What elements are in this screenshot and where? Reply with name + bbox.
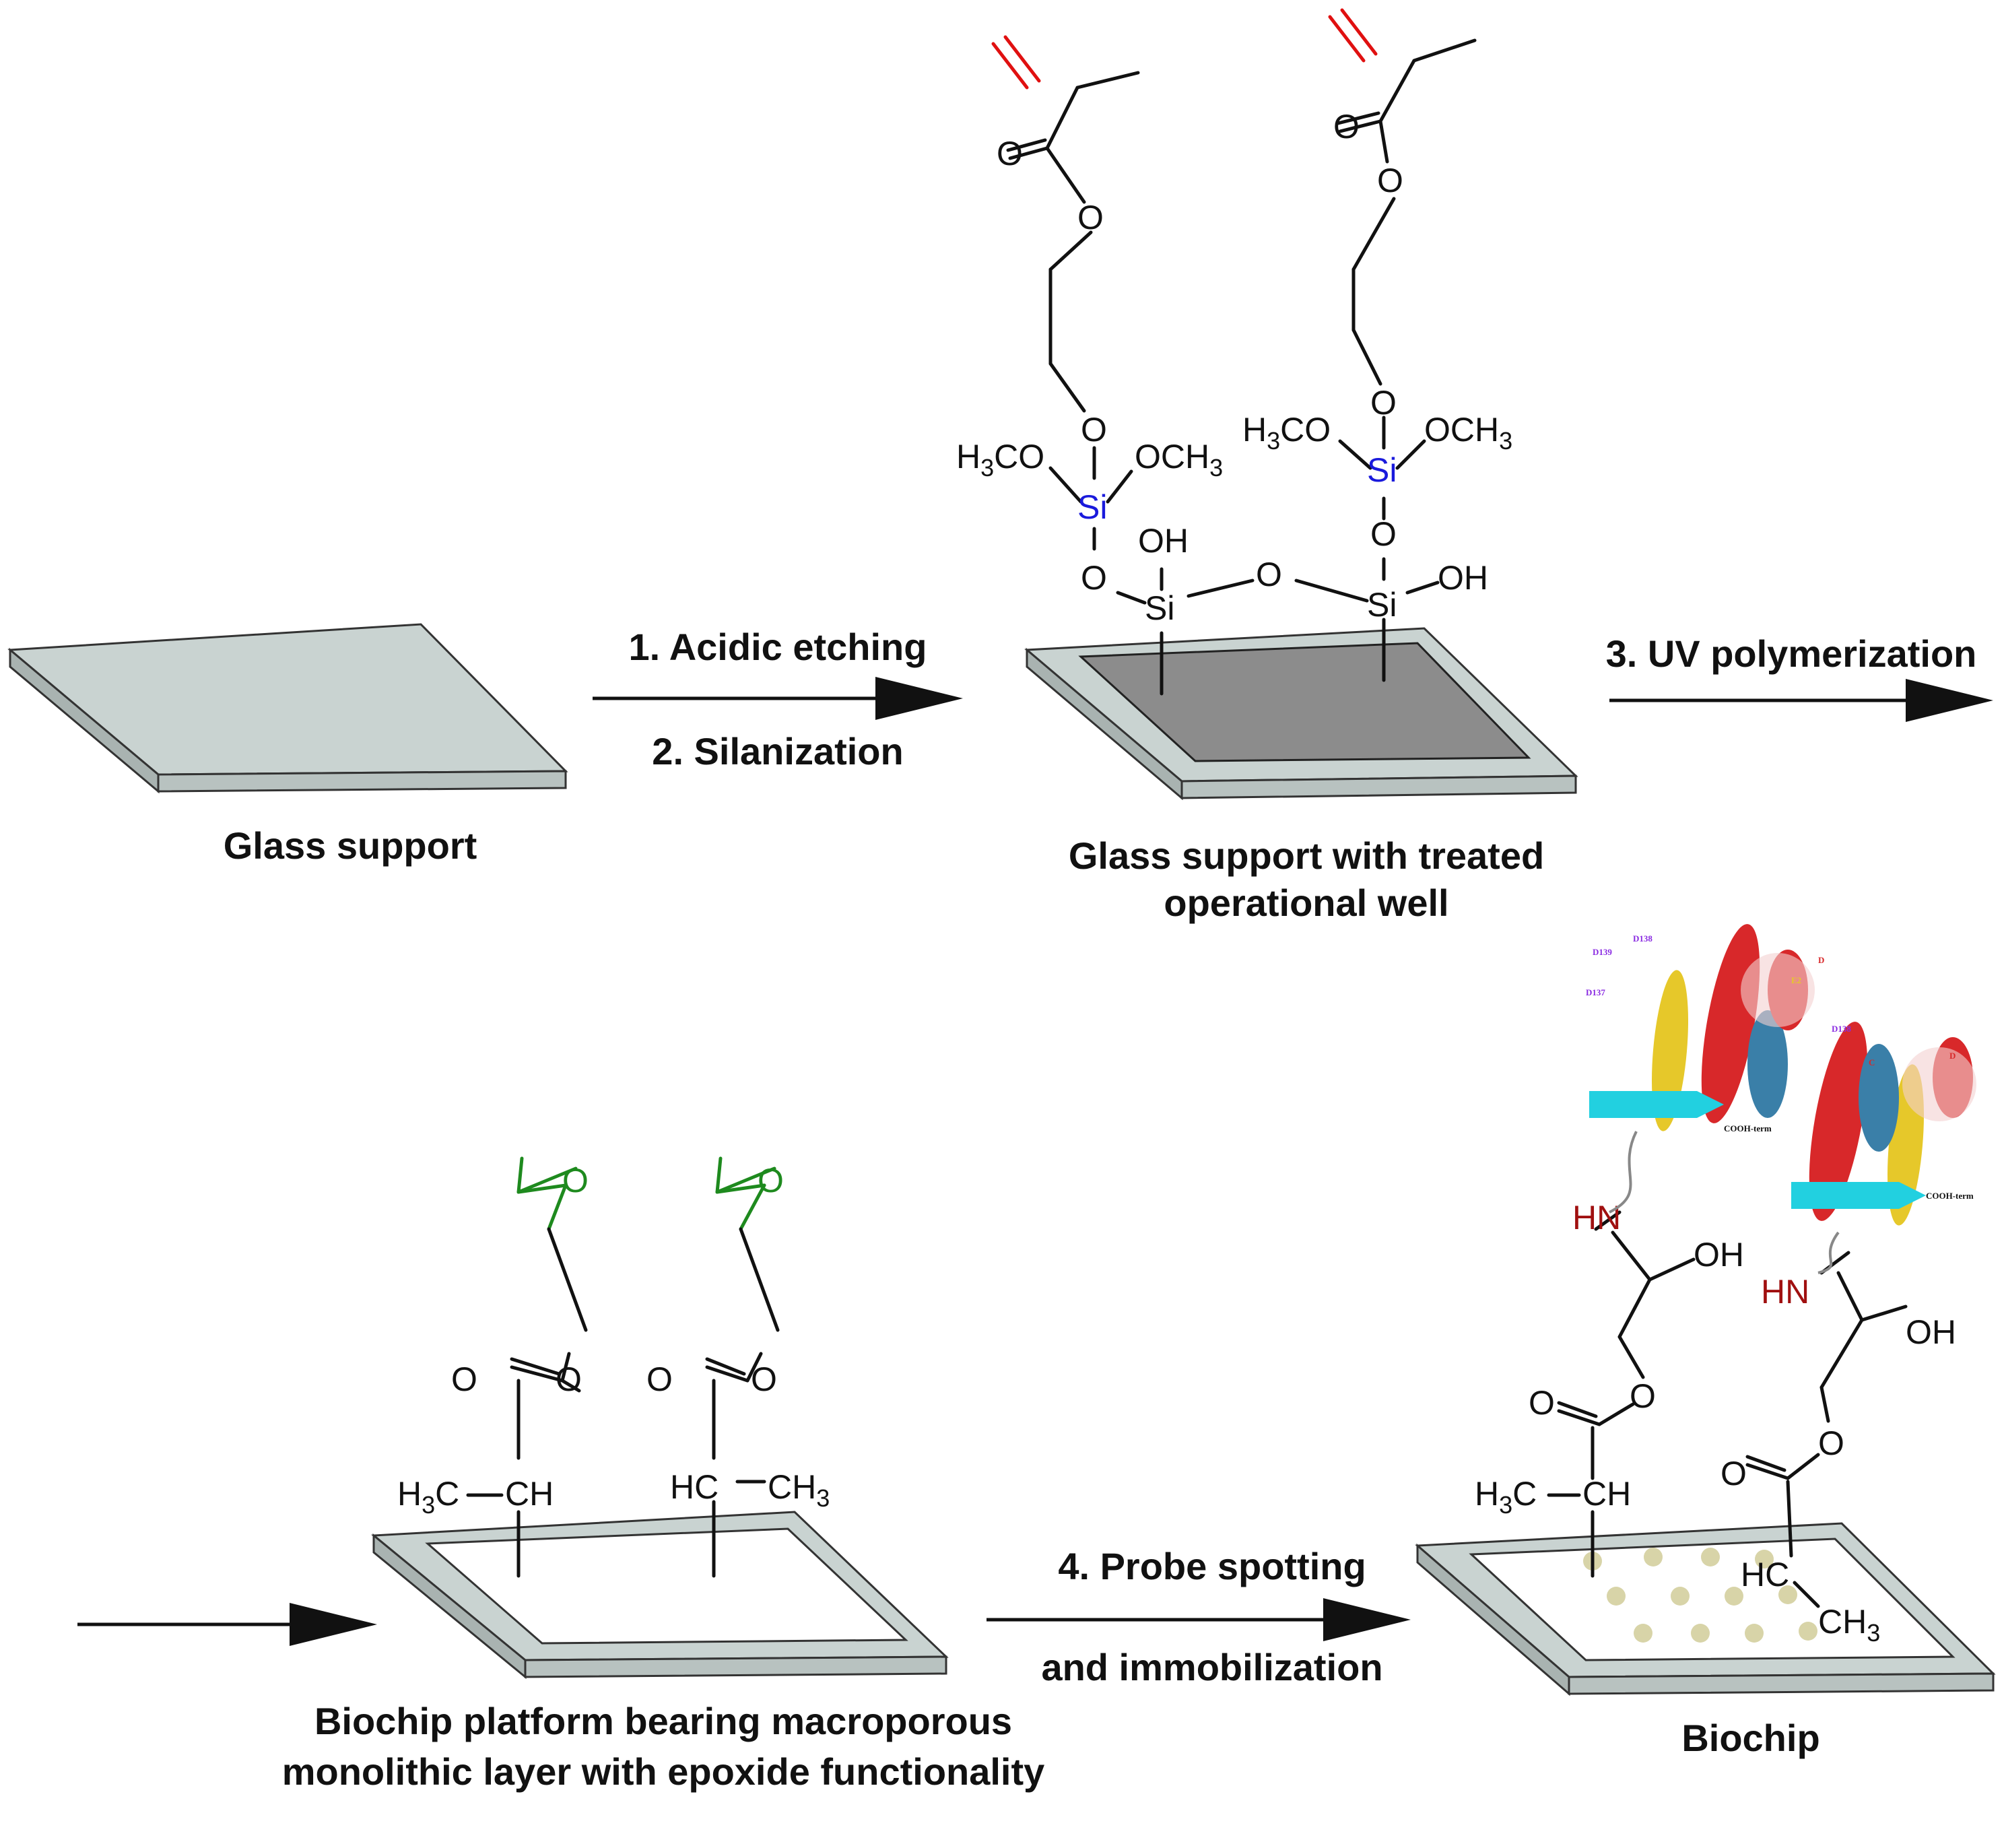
label-probe-spotting: 4. Probe spotting — [1058, 1545, 1366, 1587]
atom-OH: OH — [1906, 1313, 1956, 1351]
atom-O: O — [1370, 515, 1397, 553]
atom-O: O — [646, 1360, 673, 1398]
probe-spot — [1607, 1587, 1626, 1606]
atom-O: O — [556, 1360, 582, 1398]
atom-O: O — [1818, 1424, 1844, 1462]
epoxide-structure: O O O H3C CH O O O HC CH3 — [397, 1156, 830, 1578]
caption-treated-line1: Glass support with treated — [1069, 834, 1544, 877]
probe-spot — [1671, 1587, 1690, 1606]
probe-spot — [1755, 1550, 1774, 1569]
atom-Si: Si — [1077, 488, 1107, 526]
arrow-step-3 — [1609, 679, 1993, 722]
silane-structure: O O O H3CO OCH3 Si O OH Si O O O O H3CO … — [956, 8, 1512, 696]
label-uv-polymerization: 3. UV polymerization — [1606, 632, 1977, 675]
atom-O: O — [1256, 556, 1282, 593]
probe-spot — [1799, 1622, 1817, 1641]
label-helix-d: D — [1818, 955, 1824, 965]
atom-OCH3: OCH3 — [1135, 438, 1223, 482]
label-d139: D139 — [1593, 947, 1612, 957]
atom-OH: OH — [1138, 522, 1189, 560]
atom-H3CO: H3CO — [956, 438, 1044, 482]
label-immobilization: and immobilization — [1041, 1646, 1382, 1688]
caption-biochip: Biochip — [1681, 1717, 1819, 1759]
biochip-slide — [1415, 1522, 1996, 1696]
label-d137: D137 — [1586, 987, 1605, 997]
atom-O: O — [1077, 199, 1104, 236]
label-acidic-etching: 1. Acidic etching — [629, 626, 927, 668]
atom-HC: HC — [1741, 1556, 1789, 1593]
probe-spot — [1745, 1624, 1764, 1643]
atom-OCH3: OCH3 — [1424, 411, 1512, 455]
immobilized-probe-structure: HN OH O O H3C CH HN OH O O HC CH3 — [1475, 1199, 1956, 1647]
label-d138: D138 — [1832, 1024, 1851, 1034]
atom-CH3: CH3 — [768, 1468, 830, 1512]
arrow-continue — [77, 1603, 377, 1646]
atom-CH: CH — [505, 1475, 554, 1513]
atom-Si: Si — [1367, 451, 1397, 489]
atom-O: O — [1081, 559, 1107, 597]
atom-HC: HC — [670, 1468, 719, 1506]
label-helix-c: C — [1869, 1057, 1875, 1067]
atom-O-epoxide: O — [562, 1162, 589, 1199]
treated-slide — [1024, 627, 1578, 801]
atom-CH3: CH3 — [1818, 1603, 1880, 1647]
probe-spot — [1778, 1585, 1797, 1604]
caption-platform-line1: Biochip platform bearing macroporous — [314, 1700, 1012, 1742]
label-silanization: 2. Silanization — [652, 730, 903, 772]
atom-O: O — [451, 1360, 477, 1398]
probe-spot — [1644, 1548, 1663, 1566]
atom-H3C: H3C — [1475, 1475, 1537, 1519]
label-cooh-term: COOH-term — [1724, 1123, 1772, 1133]
label-cooh-term: COOH-term — [1926, 1191, 1974, 1201]
protein-probe-2: D138 C D COOH-term — [1791, 1022, 1976, 1274]
probe-spot — [1634, 1624, 1652, 1643]
probe-spot — [1725, 1587, 1743, 1606]
arrow-step-1-2 — [593, 677, 963, 720]
atom-OH: OH — [1438, 559, 1488, 597]
probe-spot — [1691, 1624, 1710, 1643]
label-helix-c: C — [1751, 948, 1757, 958]
protein-probe-1: D139 D138 D137 C D E2 COOH-term — [1586, 924, 1824, 1214]
atom-O: O — [1081, 411, 1107, 449]
label-d138: D138 — [1633, 933, 1652, 944]
probe-spot — [1701, 1548, 1720, 1566]
atom-HN: HN — [1761, 1273, 1809, 1311]
atom-HN: HN — [1572, 1199, 1621, 1236]
caption-treated-line2: operational well — [1164, 882, 1448, 924]
caption-glass-support: Glass support — [224, 824, 477, 867]
atom-OH: OH — [1694, 1236, 1744, 1274]
atom-O: O — [1333, 108, 1360, 145]
atom-O: O — [1377, 162, 1403, 199]
arrow-step-4 — [987, 1598, 1411, 1641]
atom-O: O — [1630, 1377, 1656, 1415]
monolith-platform-slide — [371, 1511, 949, 1680]
atom-CH: CH — [1582, 1475, 1631, 1513]
atom-O: O — [1370, 384, 1397, 422]
atom-H3CO: H3CO — [1242, 411, 1331, 455]
glass-support-slide — [7, 623, 568, 794]
atom-Si: Si — [1145, 589, 1174, 627]
atom-H3C-CH: H3C — [397, 1475, 459, 1519]
atom-O: O — [1529, 1384, 1555, 1422]
label-e2: E2 — [1791, 975, 1801, 985]
label-helix-d: D — [1949, 1051, 1956, 1061]
atom-O: O — [1721, 1455, 1747, 1492]
atom-O-epoxide: O — [758, 1162, 784, 1199]
atom-O: O — [751, 1360, 777, 1398]
caption-platform-line2: monolithic layer with epoxide functional… — [282, 1750, 1045, 1793]
atom-O: O — [997, 135, 1023, 172]
atom-Si: Si — [1367, 586, 1397, 624]
probe-spots — [1583, 1548, 1817, 1643]
